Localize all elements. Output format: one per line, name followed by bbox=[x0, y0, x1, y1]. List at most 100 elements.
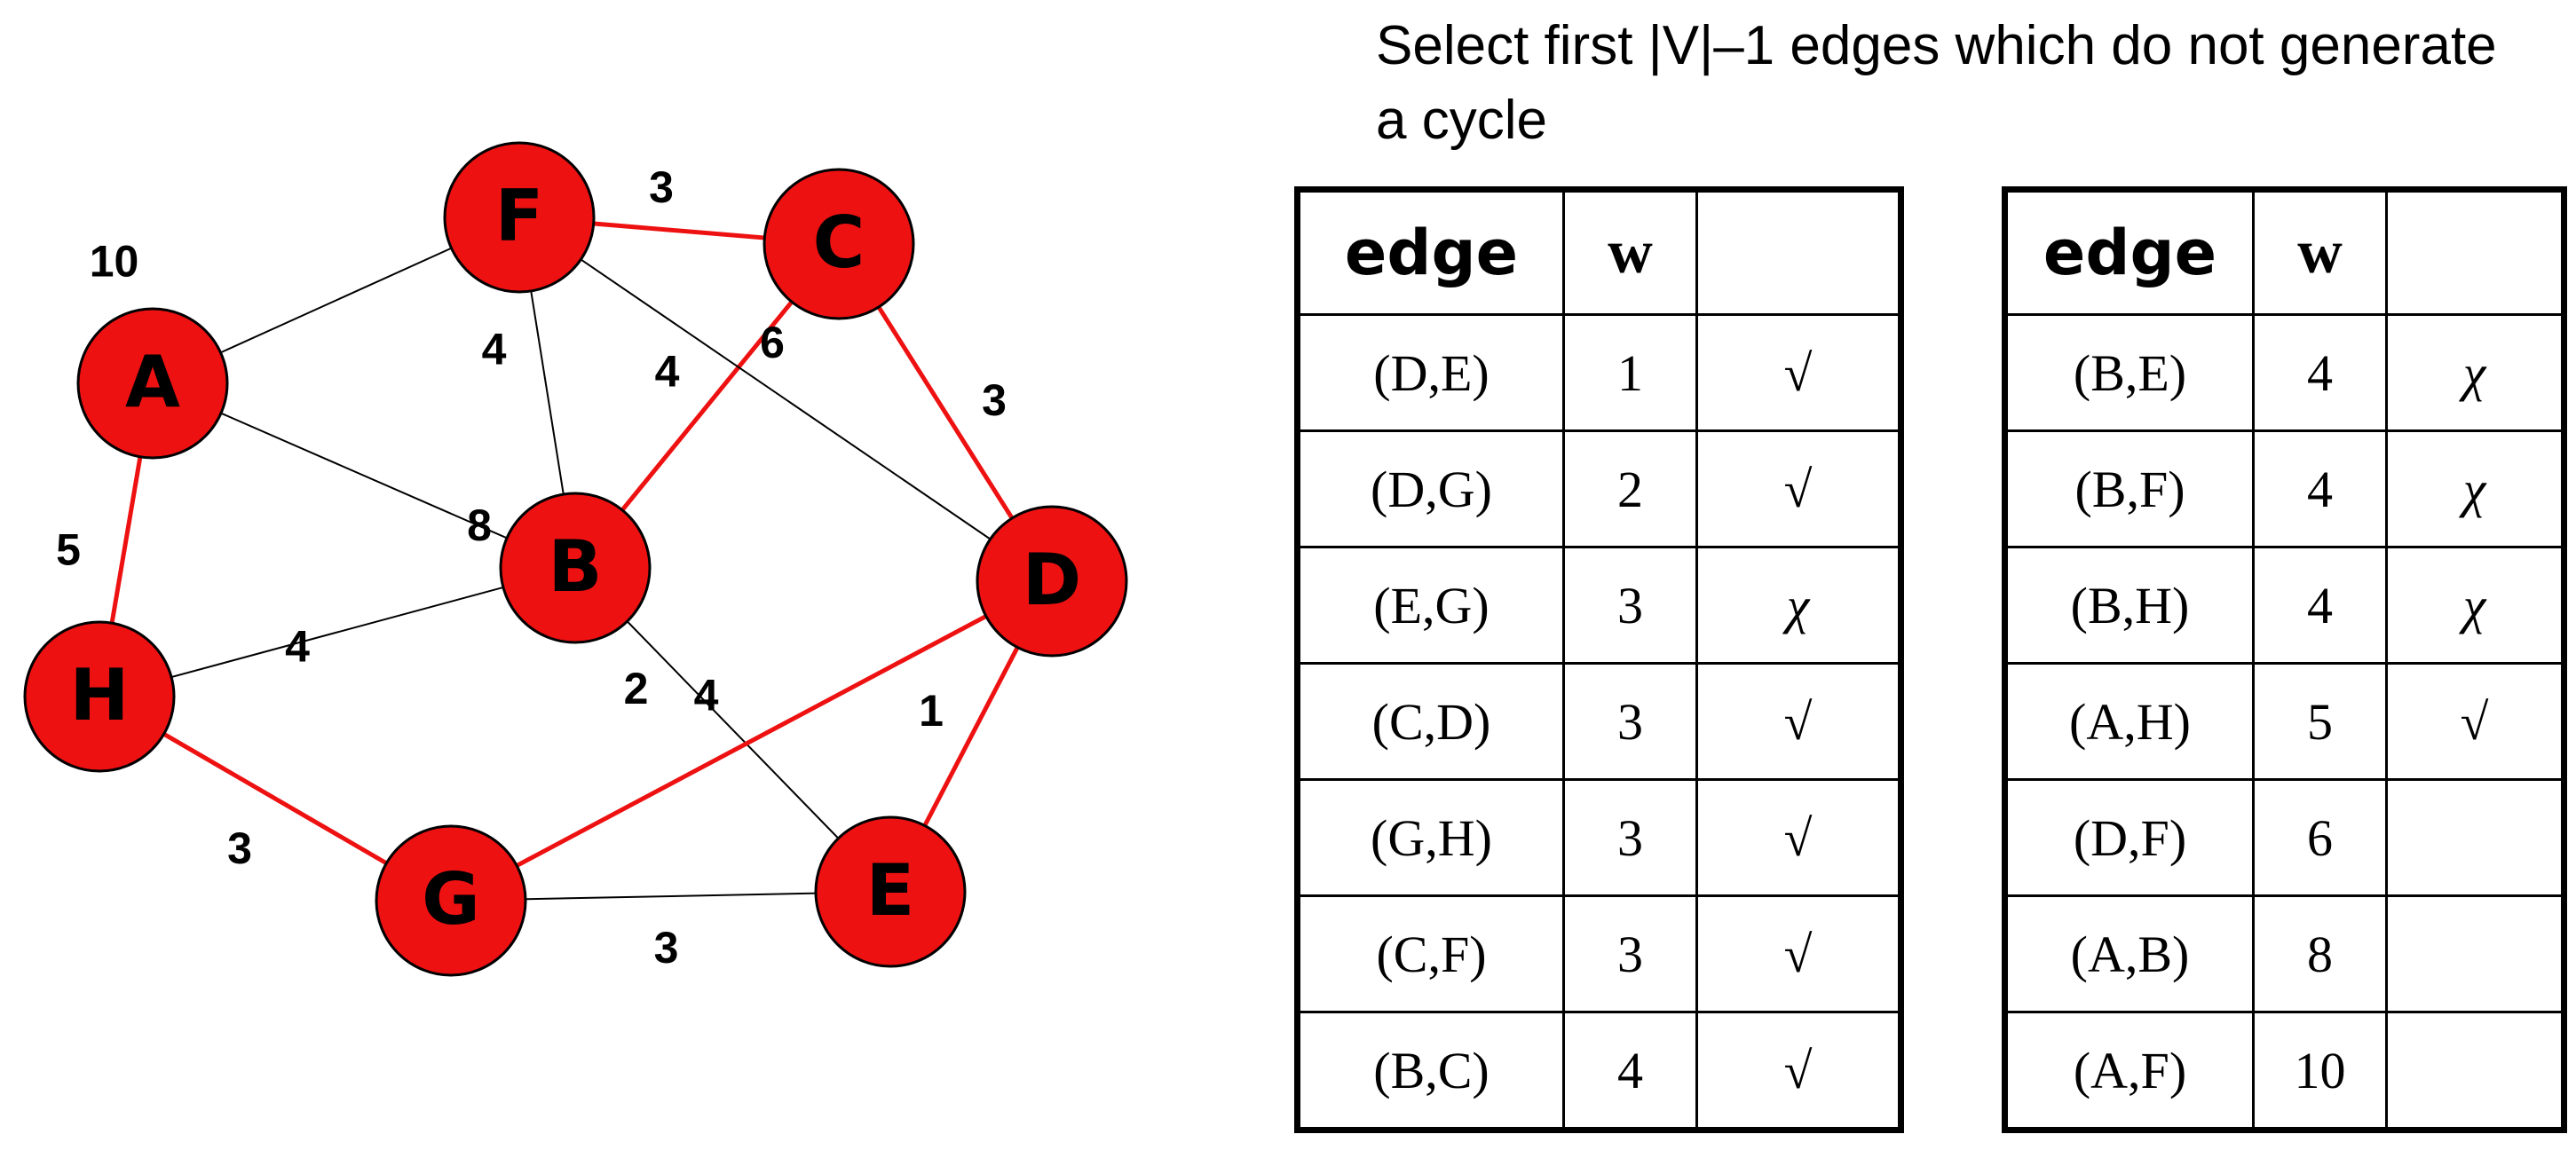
node-C: C bbox=[763, 168, 915, 320]
weight-cell: 4 bbox=[2252, 429, 2388, 548]
edge-column-header: edge bbox=[1296, 188, 1565, 316]
edge-weight-F-B: 4 bbox=[482, 325, 507, 374]
table-row: (G,H)3√ bbox=[1296, 778, 1902, 897]
table-row: (A,B)8 bbox=[2003, 894, 2565, 1013]
edge-cell: (B,F) bbox=[2003, 429, 2255, 548]
table-header-row: edge w bbox=[2003, 188, 2565, 316]
weight-column-header: w bbox=[2252, 188, 2388, 316]
node-label: G bbox=[422, 858, 480, 941]
edge-weight-A-B: 8 bbox=[467, 500, 492, 550]
edge-cell: (A,F) bbox=[2003, 1011, 2255, 1131]
instruction-heading: Select first |V|–1 edges which do not ge… bbox=[1376, 15, 2497, 151]
edge-cell: (A,B) bbox=[2003, 894, 2255, 1013]
node-circle bbox=[499, 492, 652, 644]
edge-cell: (C,F) bbox=[1296, 894, 1565, 1013]
mark-cell: √ bbox=[1695, 662, 1902, 781]
mark-column-header bbox=[2385, 188, 2565, 316]
node-H: H bbox=[23, 620, 176, 773]
mark-cell: χ bbox=[2385, 429, 2565, 548]
table-row: (D,G)2√ bbox=[1296, 429, 1902, 548]
mark-cell: √ bbox=[1695, 1011, 1902, 1131]
node-label: F bbox=[495, 175, 544, 257]
table-row: (D,F)6 bbox=[2003, 778, 2565, 897]
nodes-layer: A F C B D H G E bbox=[23, 141, 1128, 977]
node-E: E bbox=[814, 815, 967, 968]
table-row: (C,F)3√ bbox=[1296, 894, 1902, 1013]
table-header-row: edge w bbox=[1296, 188, 1902, 316]
edge-G-D bbox=[449, 579, 1054, 903]
weight-cell: 5 bbox=[2252, 662, 2388, 781]
node-B: B bbox=[499, 492, 652, 644]
mark-cell bbox=[2385, 778, 2565, 897]
edge-cell: (C,D) bbox=[1296, 662, 1565, 781]
weight-cell: 2 bbox=[1562, 429, 1698, 548]
edge-cell: (E,G) bbox=[1296, 546, 1565, 665]
node-label: E bbox=[866, 849, 915, 932]
node-label: D bbox=[1023, 539, 1081, 621]
table-row: (C,D)3√ bbox=[1296, 662, 1902, 781]
mark-cell: χ bbox=[2385, 546, 2565, 665]
node-circle bbox=[23, 620, 176, 773]
edge-cell: (B,E) bbox=[2003, 313, 2255, 432]
edge-weight-G-D: 2 bbox=[624, 664, 649, 713]
mark-column-header bbox=[1695, 188, 1902, 316]
node-label: B bbox=[549, 525, 603, 608]
node-circle bbox=[814, 815, 967, 968]
edge-weight-G-E: 3 bbox=[654, 923, 679, 973]
edge-A-B bbox=[152, 382, 576, 569]
edge-F-D bbox=[518, 217, 1053, 582]
weight-cell: 8 bbox=[2252, 894, 2388, 1013]
weight-cell: 6 bbox=[2252, 778, 2388, 897]
edge-cell: (D,F) bbox=[2003, 778, 2255, 897]
edge-weight-H-G: 3 bbox=[227, 823, 252, 873]
weight-cell: 4 bbox=[2252, 546, 2388, 665]
edge-H-B bbox=[99, 567, 576, 697]
table-row: (D,E)1√ bbox=[1296, 313, 1902, 432]
weight-cell: 1 bbox=[1562, 313, 1698, 432]
mark-cell: χ bbox=[1695, 546, 1902, 665]
mark-cell: √ bbox=[1695, 313, 1902, 432]
mark-cell: √ bbox=[1695, 778, 1902, 897]
edge-column-header: edge bbox=[2003, 188, 2255, 316]
mark-cell bbox=[2385, 894, 2565, 1013]
node-label: C bbox=[813, 201, 865, 284]
mark-cell bbox=[2385, 1011, 2565, 1131]
weight-column-header: w bbox=[1562, 188, 1698, 316]
node-label: H bbox=[70, 654, 130, 736]
edge-weight-A-F: 10 bbox=[90, 237, 139, 287]
node-circle bbox=[763, 168, 915, 320]
weight-cell: 3 bbox=[1562, 894, 1698, 1013]
weight-cell: 10 bbox=[2252, 1011, 2388, 1131]
node-label: A bbox=[125, 341, 180, 423]
edge-weight-A-H: 5 bbox=[56, 525, 81, 575]
mark-cell: √ bbox=[2385, 662, 2565, 781]
mark-cell: √ bbox=[1695, 894, 1902, 1013]
node-G: G bbox=[375, 824, 527, 977]
weight-cell: 4 bbox=[2252, 313, 2388, 432]
weight-cell: 3 bbox=[1562, 546, 1698, 665]
weight-cell: 4 bbox=[1562, 1011, 1698, 1131]
table-row: (A,H)5√ bbox=[2003, 662, 2565, 781]
weight-cell: 3 bbox=[1562, 778, 1698, 897]
mark-cell: √ bbox=[1695, 429, 1902, 548]
table-row: (B,C)4√ bbox=[1296, 1011, 1902, 1131]
edge-cell: (G,H) bbox=[1296, 778, 1565, 897]
edge-cell: (A,H) bbox=[2003, 662, 2255, 781]
edge-cell: (D,E) bbox=[1296, 313, 1565, 432]
edge-weight-C-D: 3 bbox=[982, 375, 1007, 425]
node-D: D bbox=[976, 505, 1128, 658]
weight-cell: 3 bbox=[1562, 662, 1698, 781]
node-circle bbox=[976, 505, 1128, 658]
edge-weight-F-C: 3 bbox=[649, 162, 674, 212]
edge-cell: (D,G) bbox=[1296, 429, 1565, 548]
edge-weight-C-B: 4 bbox=[655, 347, 680, 397]
node-circle bbox=[443, 141, 596, 294]
edge-weight-H-B: 4 bbox=[285, 622, 310, 672]
table-row: (A,F)10 bbox=[2003, 1011, 2565, 1131]
